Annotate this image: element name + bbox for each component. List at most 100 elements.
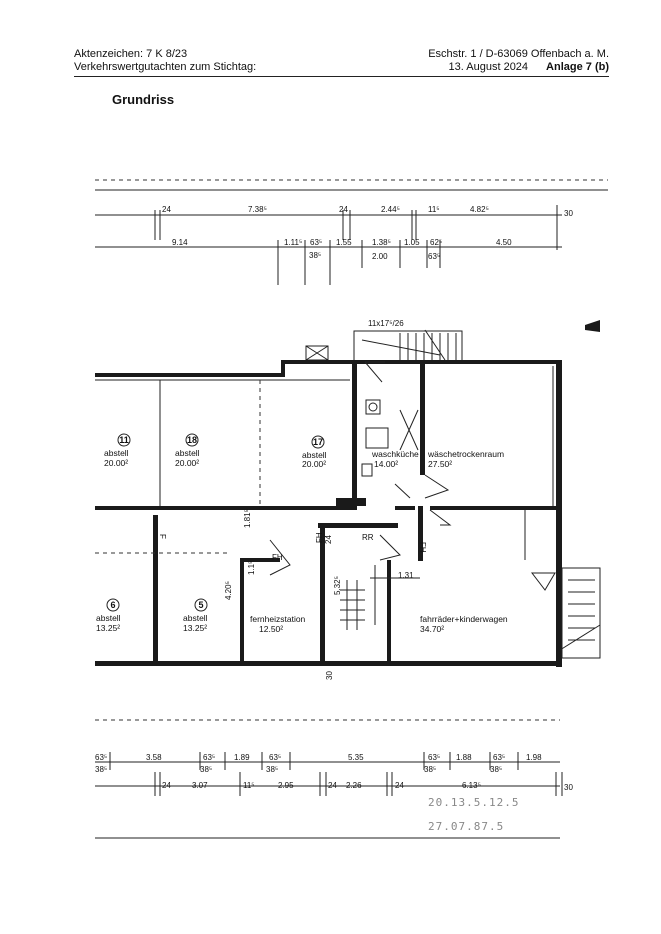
wash-equipment [361,399,419,477]
bottom-dim-14: 38⁵ [424,765,436,774]
bottom-dim-18: 11⁵ [243,781,255,790]
bottom-dim-5: 63⁵ [269,753,281,762]
property-address: Eschstr. 1 / D-63069 Offenbach a. M. [428,48,609,60]
bottom-dim-4: 1.89 [234,753,250,762]
header-date-annex: 13. August 2024 Anlage 7 (b) [449,61,609,74]
bicycle-room-name: fahrräder+kinderwagen [420,614,508,624]
bottom-dim-2: 3.58 [146,753,162,762]
bottom-dim-21: 2.26 [346,781,362,790]
bottom-dim-12: 38⁵ [200,765,212,774]
top-dim-13: 1.05 [404,238,420,247]
room-6-name: abstell [96,613,121,623]
washroom-area: 14.00² [374,459,398,469]
top-dim-15: 4.50 [496,238,512,247]
symbol-fh-3: FH [272,553,283,562]
annex-label: Anlage 7 (b) [546,61,609,73]
symbol-fh-1: FH [315,532,324,543]
top-dim-10: 63⁵ [310,238,322,247]
section-title: Grundriss [112,92,175,107]
room-11-name: abstell [104,448,129,458]
bottom-dim-9: 63⁵ [493,753,505,762]
top-dim-11: 1.55 [336,238,352,247]
faint-stamp-line-1: 20.13.5.12.5 [428,796,519,809]
report-date: 13. August 2024 [448,61,529,73]
symbol-fh-2: FH [418,542,427,553]
inner-dim-7: 30 [325,671,334,680]
right-staircase [530,567,601,659]
top-dim-18: 63⁵ [428,252,440,261]
room-18-number: 18 [187,435,197,445]
top-dim-12: 1.38⁵ [372,238,391,247]
top-dim-16: 38⁵ [309,251,321,260]
room-17-name: abstell [302,450,327,460]
room-18-area: 20.00² [175,458,199,468]
walls [95,360,562,667]
inner-partitions [95,366,554,560]
bottom-dim-24: 30 [564,783,573,792]
room-labels: 11 abstell 20.00² 18 abstell 20.00² 17 a… [96,433,508,634]
report-title: Verkehrswertgutachten zum Stichtag: [74,61,257,73]
top-dim-3: 24 [339,205,348,214]
stair-label: 11x17⁵/26 [368,319,404,328]
top-dim-9: 1.11⁵ [284,238,302,247]
bottom-dim-22: 24 [395,781,404,790]
top-dim-8: 9.14 [172,238,188,247]
bottom-dim-17: 3.07 [192,781,208,790]
top-dim-1: 24 [162,205,171,214]
bottom-dim-15: 38⁵ [490,765,502,774]
top-dim-7: 30 [564,209,573,218]
drying-room-name: wäschetrockenraum [427,449,504,459]
bottom-dim-8: 1.88 [456,753,472,762]
faint-stamp: 20.13.5.12.5 27.07.87.5 [428,796,519,833]
heating-room-name: fernheizstation [250,614,306,624]
header-rule [74,76,609,77]
bottom-dim-11: 38⁵ [95,765,107,774]
faint-stamp-line-2: 27.07.87.5 [428,820,504,833]
symbols: F FH FH FH RR 1.81⁵ 1.31 5.32⁵ 4.20⁵ 1.1… [158,320,600,680]
bottom-dim-6: 5.35 [348,753,364,762]
room-6-number: 6 [110,600,115,610]
bottom-dim-20: 24 [328,781,337,790]
drying-room-area: 27.50² [428,459,452,469]
room-5-number: 5 [198,600,203,610]
room-5-name: abstell [183,613,208,623]
top-dim-14: 62⁵ [430,238,442,247]
bottom-dim-16: 24 [162,781,171,790]
inner-dim-2: 1.31 [398,571,414,580]
bottom-dim-19: 2.95 [278,781,294,790]
north-arrow-icon [585,320,600,332]
top-dim-17: 2.00 [372,252,388,261]
interior-staircase [340,565,420,630]
top-dim-5: 11⁵ [428,205,440,214]
bottom-dim-13: 38⁵ [266,765,278,774]
bottom-dim-7: 63⁵ [428,753,440,762]
upper-staircase: 11x17⁵/26 [353,319,463,362]
room-11-area: 20.00² [104,458,128,468]
inner-dim-1: 1.81⁵ [243,509,252,528]
room-17-number: 17 [313,437,323,447]
room-18-name: abstell [175,448,200,458]
bottom-dim-23: 6.13⁵ [462,781,481,790]
bottom-dim-10: 1.98 [526,753,542,762]
heating-room-area: 12.50² [259,624,283,634]
bottom-dimension-lines [95,719,563,839]
bicycle-room-area: 34.70² [420,624,444,634]
bottom-dimension-labels: 63⁵ 3.58 63⁵ 1.89 63⁵ 5.35 63⁵ 1.88 63⁵ … [95,753,573,792]
symbol-rr: RR [362,533,374,542]
room-5-area: 13.25² [183,623,207,633]
inner-dim-6: 24 [324,535,333,544]
top-dimension-lines [95,179,608,285]
case-number: Aktenzeichen: 7 K 8/23 [74,48,188,60]
top-dimension-labels: 24 7.38⁵ 24 2.44⁵ 11⁵ 4.82⁵ 30 9.14 1.11… [162,205,573,261]
room-6-area: 13.25² [96,623,120,633]
washroom-name: waschküche [371,449,419,459]
top-dim-6: 4.82⁵ [470,205,489,214]
symbol-f: F [158,534,167,539]
doors [269,361,452,576]
inner-dim-3: 5.32⁵ [333,576,342,595]
room-11-number: 11 [119,435,129,445]
top-dim-2: 7.38⁵ [248,205,267,214]
top-dim-4: 2.44⁵ [381,205,400,214]
inner-dim-4: 4.20⁵ [224,581,233,600]
